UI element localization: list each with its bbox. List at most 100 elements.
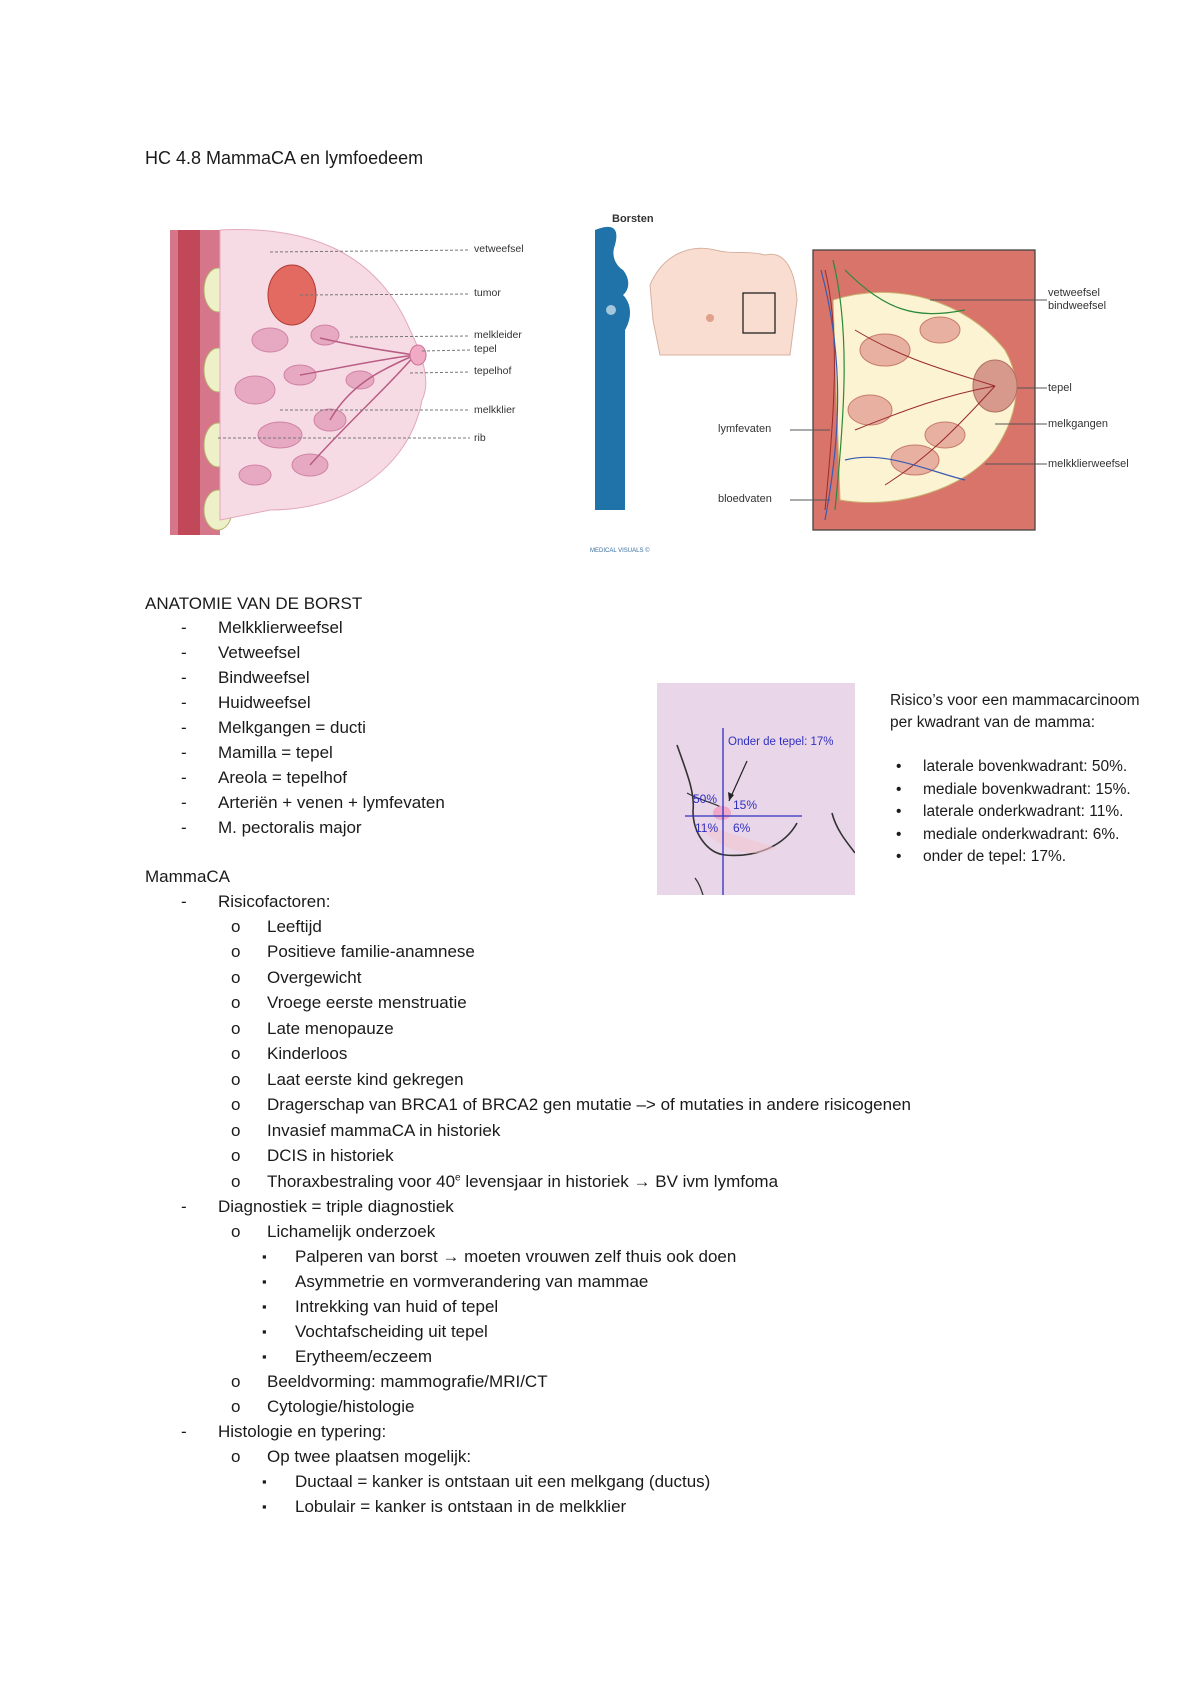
list-marker: - [181, 768, 187, 787]
risicofactor: Kinderloos [267, 1044, 348, 1063]
list-marker: - [181, 718, 187, 737]
risk-heading-2: per kwadrant van de mamma: [890, 714, 1096, 731]
fig2-heading: Borsten [612, 213, 654, 225]
list-marker: ▪ [262, 1499, 267, 1514]
bullet-dot: • [896, 848, 902, 865]
list-marker: - [181, 643, 187, 662]
list-marker: - [181, 618, 187, 637]
list-marker: o [231, 1044, 241, 1063]
list-marker: o [231, 1019, 241, 1038]
risk-item: mediale bovenkwadrant: 15%. [923, 780, 1131, 798]
risk-item: mediale onderkwadrant: 6%. [923, 825, 1120, 843]
label-vetweefsel: vetweefsel [474, 243, 524, 255]
risicofactor: DCIS in historiek [267, 1146, 394, 1165]
label-tumor: tumor [474, 287, 501, 299]
label-tepel: tepel [474, 343, 497, 355]
list-marker: o [231, 1222, 241, 1241]
label-melkleider: melkleider [474, 329, 522, 341]
lichamelijk-label: Lichamelijk onderzoek [267, 1222, 436, 1241]
risicofactor: Dragerschap van BRCA1 of BRCA2 gen mutat… [267, 1095, 911, 1114]
lichamelijk-item: Intrekking van huid of tepel [295, 1297, 499, 1316]
thorax-superscript: e [455, 1172, 461, 1184]
quadrant-figure [657, 683, 855, 895]
list-marker: ▪ [262, 1324, 267, 1339]
risk-item: laterale onderkwadrant: 11%. [923, 803, 1124, 820]
histologie-item: Ductaal = kanker is ontstaan uit een mel… [295, 1472, 711, 1491]
list-marker: o [231, 1397, 241, 1416]
lichamelijk-item: Erytheem/eczeem [295, 1347, 432, 1366]
risicofactor: Late menopauze [267, 1019, 394, 1038]
lichamelijk-item: Vochtafscheiding uit tepel [295, 1322, 488, 1341]
list-marker: o [231, 968, 241, 987]
bullet-dot: • [896, 803, 902, 820]
anatomy-heading: ANATOMIE VAN DE BORST [145, 594, 363, 613]
risk-item: laterale bovenkwadrant: 50%. [923, 758, 1128, 775]
mammaca-outline: - Risicofactoren: o Leeftijd o Positieve… [145, 889, 1145, 1529]
label-tepelhof: tepelhof [474, 365, 512, 377]
list-marker: - [181, 793, 187, 812]
list-marker: o [231, 1447, 241, 1466]
bullet-dot: • [896, 825, 902, 843]
quadrant-value: 6% [733, 821, 751, 835]
thorax-text-post: levensjaar in historiek → BV ivm lymfoma [460, 1172, 779, 1191]
list-marker: o [231, 1372, 241, 1391]
label-rib: rib [474, 432, 486, 444]
quadrant-note: Onder de tepel: 17% [728, 736, 834, 748]
label-lymfevaten: lymfevaten [718, 423, 772, 435]
list-marker: o [231, 917, 241, 936]
list-marker: o [231, 1121, 241, 1140]
mammaca-heading: MammaCA [145, 867, 231, 886]
fig2-credit: MEDICAL VISUALS © [590, 548, 650, 554]
label-melkklierweefsel: melkklierweefsel [1048, 458, 1129, 470]
list-marker: o [231, 1095, 241, 1114]
thorax-text-pre: Thoraxbestraling voor 40 [267, 1172, 456, 1191]
list-item: Areola = tepelhof [218, 768, 348, 787]
risk-item: onder de tepel: 17%. [923, 848, 1067, 865]
list-marker: o [231, 1146, 241, 1165]
list-marker: ▪ [262, 1249, 267, 1264]
list-marker: - [181, 1197, 187, 1216]
risicofactor: Overgewicht [267, 968, 362, 987]
list-marker: - [181, 818, 187, 837]
list-item: Melkgangen = ducti [218, 718, 366, 737]
risicofactor: Positieve familie-anamnese [267, 942, 475, 961]
list-marker: ▪ [262, 1349, 267, 1364]
bullet-dot: • [896, 758, 902, 775]
lichamelijk-item: Palperen van borst → moeten vrouwen zelf… [295, 1247, 737, 1266]
quadrant-value: 50% [693, 792, 718, 806]
list-marker: - [181, 892, 187, 911]
risicofactor: Laat eerste kind gekregen [267, 1070, 464, 1089]
label-melkgangen: melkgangen [1048, 418, 1108, 430]
list-marker: o [231, 993, 241, 1012]
list-item: Huidweefsel [218, 693, 311, 712]
risicofactor: Leeftijd [267, 917, 322, 936]
list-marker: - [181, 693, 187, 712]
list-item: Bindweefsel [218, 668, 310, 687]
risicofactor-thorax: Thoraxbestraling voor 40e levensjaar in … [267, 1169, 778, 1194]
list-marker: o [231, 942, 241, 961]
list-item: Melkklierweefsel [218, 618, 343, 637]
bullet-dot: • [896, 780, 902, 798]
beeldvorming: Beeldvorming: mammografie/MRI/CT [267, 1372, 548, 1391]
breast-section-figure [160, 220, 580, 545]
list-marker: - [181, 668, 187, 687]
lichamelijk-item: Asymmetrie en vormverandering van mammae [295, 1272, 649, 1291]
list-item: M. pectoralis major [218, 818, 362, 837]
list-marker: - [181, 743, 187, 762]
quadrant-value: 11% [695, 821, 719, 835]
list-marker: - [181, 1422, 187, 1441]
risicofactor: Vroege eerste menstruatie [267, 993, 467, 1012]
list-item: Mamilla = tepel [218, 743, 333, 762]
list-marker: o [231, 1070, 241, 1089]
histologie-item: Lobulair = kanker is ontstaan in de melk… [295, 1497, 627, 1516]
quadrant-value: 15% [733, 798, 758, 812]
risicofactoren-label: Risicofactoren: [218, 892, 331, 911]
list-item: Vetweefsel [218, 643, 301, 662]
label-tepel-2: tepel [1048, 382, 1072, 394]
list-marker: ▪ [262, 1299, 267, 1314]
list-marker: ▪ [262, 1274, 267, 1289]
risicofactor: Invasief mammaCA in historiek [267, 1121, 501, 1140]
list-item: Arteriën + venen + lymfevaten [218, 793, 445, 812]
label-vetweefsel-2: vetweefsel [1048, 287, 1100, 299]
list-marker: ▪ [262, 1474, 267, 1489]
